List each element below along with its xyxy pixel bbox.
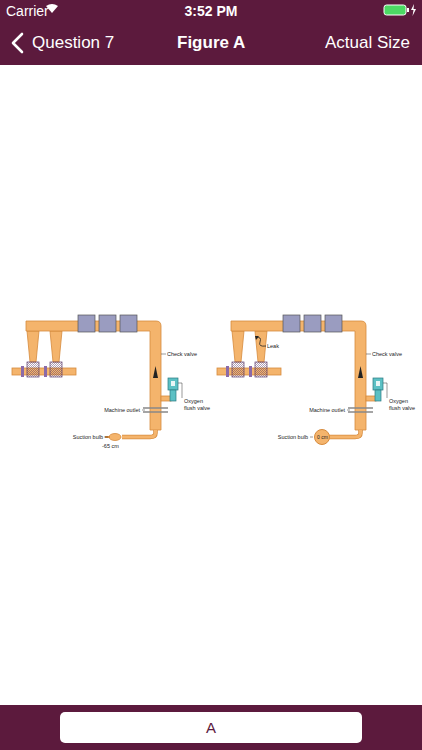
value-label: -65 cm bbox=[102, 443, 119, 450]
carrier-text: Carrier bbox=[6, 3, 49, 20]
part-label: Oxygen flush valve bbox=[184, 398, 210, 411]
part-label: Suction bulb bbox=[265, 434, 308, 441]
node-text: 0 cm bbox=[317, 434, 328, 440]
nav-bar: Question 7 Figure A Actual Size bbox=[0, 20, 422, 65]
leak-label: Leak bbox=[267, 343, 279, 350]
suction-bulb: 0 cm bbox=[314, 429, 330, 445]
part-label: Suction bulb bbox=[60, 434, 103, 441]
part-label: Machine outlet bbox=[297, 407, 345, 414]
node-text: Figure A bbox=[177, 33, 245, 53]
back-chevron bbox=[13, 34, 22, 52]
part-label: Oxygen flush valve bbox=[389, 398, 415, 411]
node-text: Actual Size bbox=[325, 33, 410, 53]
part-label: Check valve bbox=[167, 351, 197, 358]
machine-right bbox=[217, 315, 387, 437]
battery-icon bbox=[384, 4, 416, 16]
machine-left bbox=[12, 315, 182, 437]
answer-button: A bbox=[60, 712, 362, 743]
node-text: A bbox=[206, 719, 216, 737]
suction-bulb bbox=[109, 434, 121, 441]
part-label: Machine outlet bbox=[92, 407, 140, 414]
clock-text: 3:52 PM bbox=[171, 3, 251, 20]
node-text: Question 7 bbox=[32, 33, 114, 53]
part-label: Check valve bbox=[372, 351, 402, 358]
